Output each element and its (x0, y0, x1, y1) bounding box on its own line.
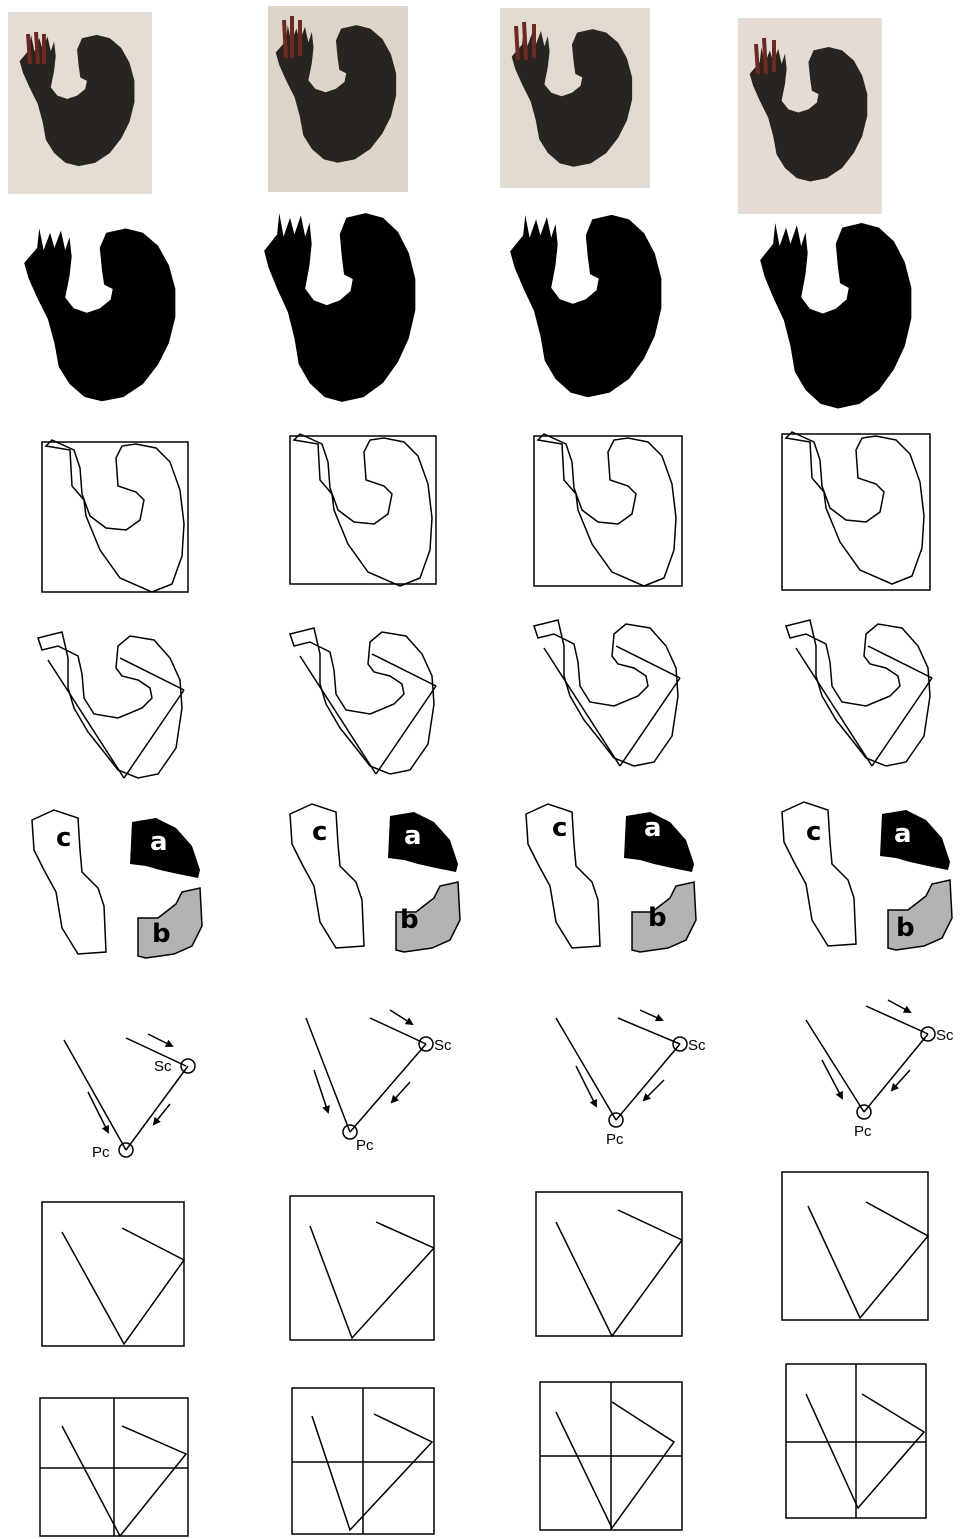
row-skeleton-in-grid (40, 1364, 926, 1536)
region-a-label: a (150, 827, 168, 857)
direction-sample-4: Pc Sc (806, 1000, 954, 1140)
skeleton-sample-1 (38, 632, 184, 778)
skeleton-sample-2 (290, 628, 436, 774)
row-skeleton-in-box (42, 1172, 928, 1346)
segmented-sample-3: c a b (526, 804, 696, 952)
bbox-contour-sample-4 (782, 432, 930, 590)
primary-corner-label: Pc (92, 1144, 110, 1161)
bbox-contour-sample-3 (534, 434, 682, 586)
skeleton-box-sample-4 (782, 1172, 928, 1320)
grid-sample-3 (540, 1382, 682, 1530)
photo-sample-2 (268, 6, 408, 192)
region-b-label: b (648, 903, 667, 933)
region-c-label: c (56, 823, 71, 853)
region-a-label: a (644, 813, 662, 843)
row-photographs (8, 6, 882, 214)
silhouette-sample-4 (760, 223, 911, 409)
bbox-contour-sample-2 (290, 434, 436, 586)
silhouette-sample-2 (264, 213, 415, 402)
grid-sample-4 (786, 1364, 926, 1518)
region-b-label: b (896, 913, 915, 943)
row-silhouettes (24, 213, 911, 408)
row-skeletons (38, 620, 932, 778)
secondary-corner-label: Sc (434, 1037, 452, 1054)
direction-sample-2: Pc Sc (306, 1010, 452, 1154)
secondary-corner-label: Sc (688, 1037, 706, 1054)
region-b-label: b (152, 919, 171, 949)
photo-sample-4 (738, 18, 882, 214)
primary-corner-label: Pc (854, 1123, 872, 1140)
row-segmented-regions: c a b c a b c a b c a b (32, 802, 952, 958)
row-stroke-direction: Pc Sc Pc Sc Pc Sc (64, 1000, 954, 1161)
region-a-label: a (894, 819, 912, 849)
skeleton-sample-4 (786, 620, 932, 766)
segmented-sample-4: c a b (782, 802, 952, 950)
skeleton-sample-3 (534, 620, 680, 766)
silhouette-sample-1 (24, 228, 175, 401)
skeleton-box-sample-2 (290, 1196, 434, 1340)
skeleton-box-sample-1 (42, 1202, 184, 1346)
primary-corner-label: Pc (356, 1137, 374, 1154)
region-c-label: c (312, 817, 327, 847)
segmented-sample-2: c a b (290, 804, 460, 952)
bbox-contour-sample-1 (42, 440, 188, 592)
region-c-label: c (806, 817, 821, 847)
secondary-corner-label: Sc (154, 1058, 172, 1075)
secondary-corner-label: Sc (936, 1027, 954, 1044)
grid-sample-1 (40, 1398, 188, 1536)
region-b-label: b (400, 905, 419, 935)
photo-sample-3 (500, 8, 650, 188)
row-bounding-box-contours (42, 432, 930, 592)
silhouette-sample-3 (510, 215, 661, 397)
primary-corner-label: Pc (606, 1131, 624, 1148)
region-a-label: a (404, 821, 422, 851)
region-c-label: c (552, 813, 567, 843)
direction-sample-3: Pc Sc (556, 1010, 706, 1148)
segmented-sample-1: c a b (32, 810, 202, 958)
direction-sample-1: Pc Sc (64, 1034, 195, 1161)
photo-sample-1 (8, 12, 152, 194)
grid-sample-2 (292, 1388, 434, 1534)
skeleton-box-sample-3 (536, 1192, 682, 1336)
